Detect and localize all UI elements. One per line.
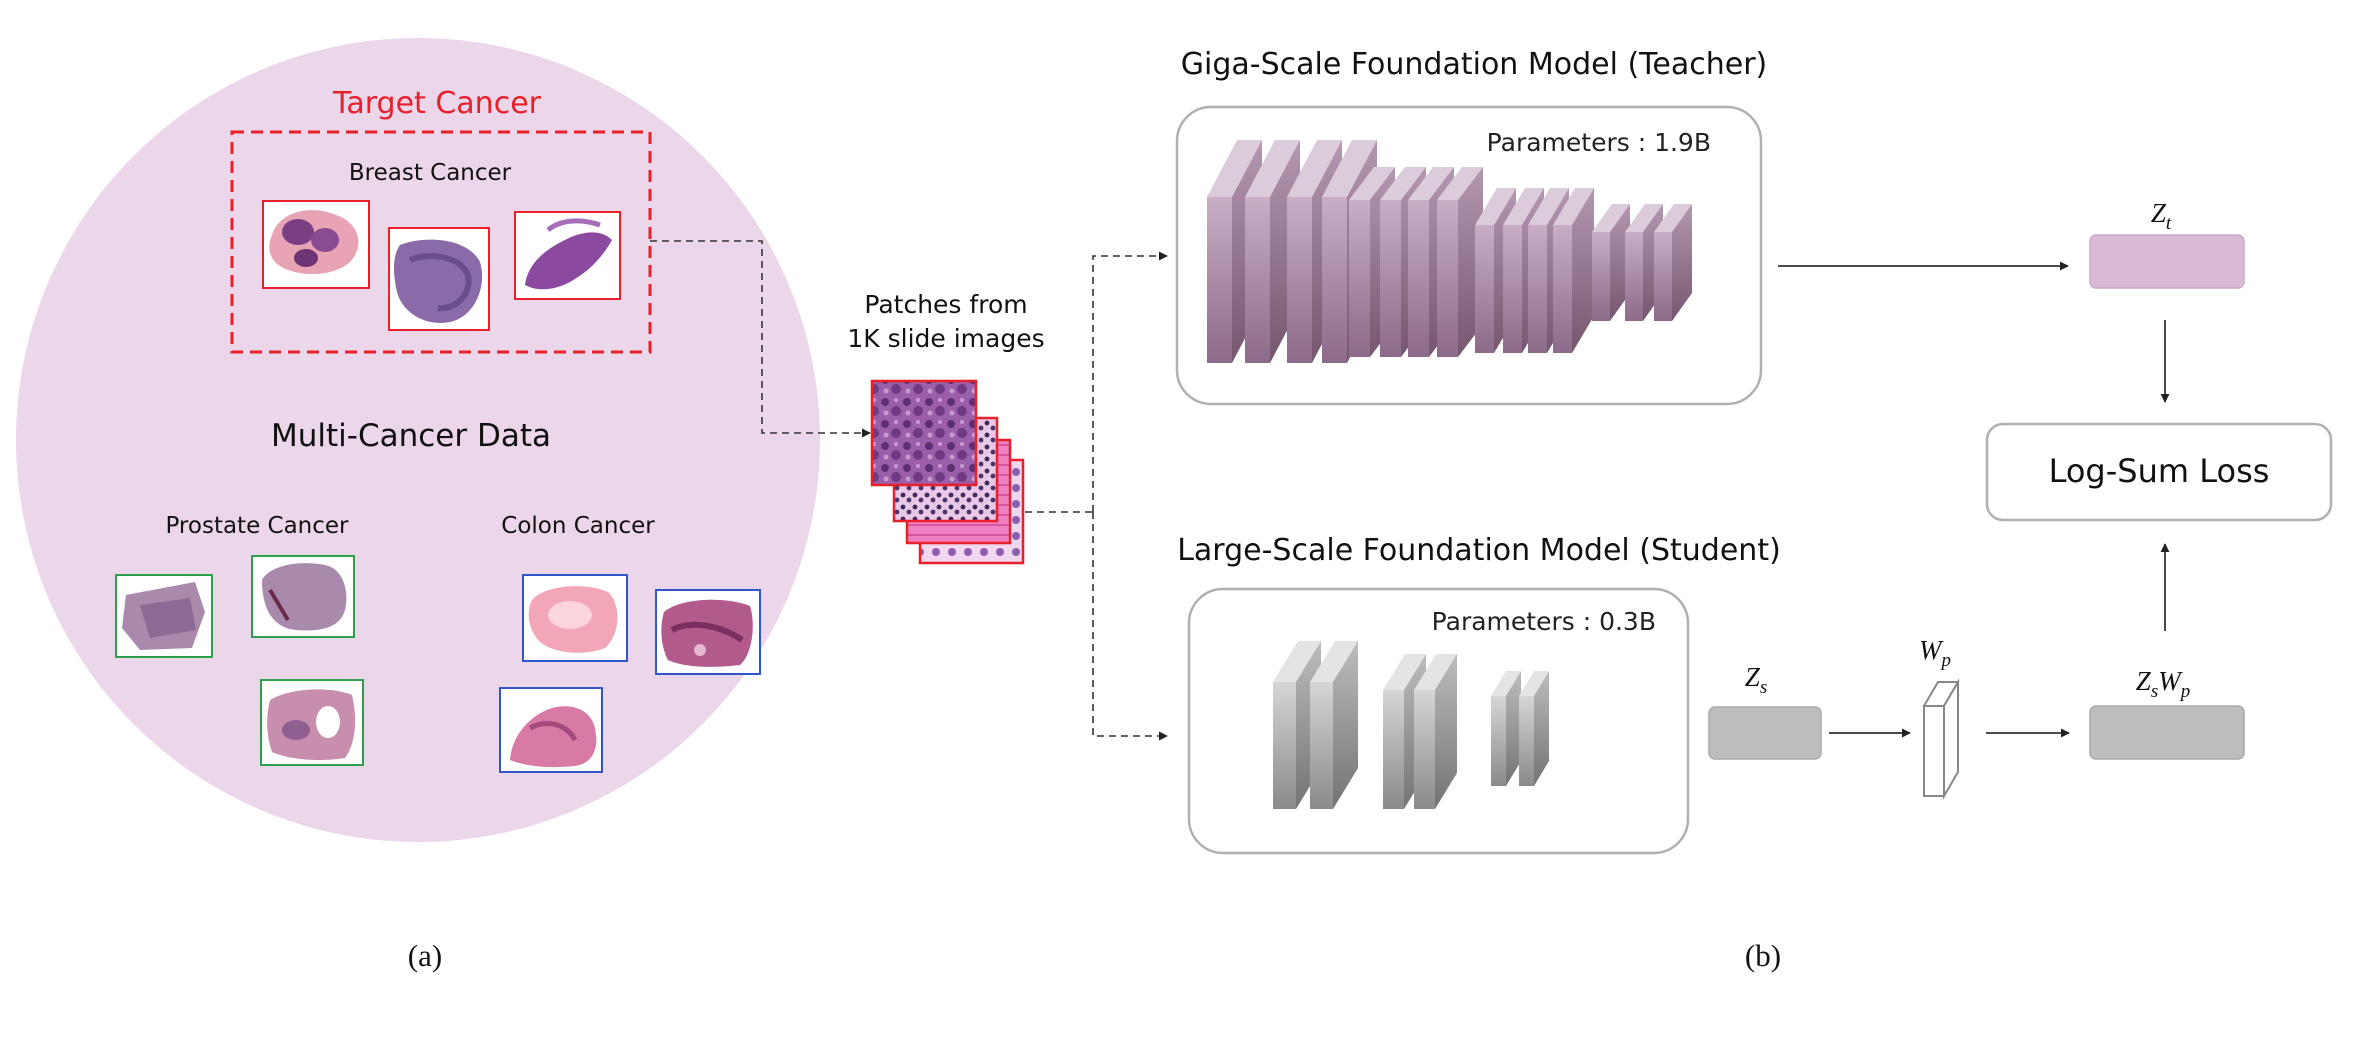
breast-slide-1 [262,200,370,289]
patch-stack [870,379,1025,565]
zs-label: Zs [1745,662,1767,698]
target-cancer-label: Target Cancer [332,86,542,121]
breast-slide-2 [388,227,490,331]
student-network-blocks [1273,641,1549,809]
log-sum-loss-box [1985,422,2333,522]
patches-to-teacher-connector [1092,251,1168,512]
patches-label-line1: Patches from [864,290,1027,319]
patch-1 [870,379,978,487]
target-cancer-box [230,130,652,354]
prostate-cancer-label: Prostate Cancer [165,513,349,539]
zt-embedding [2089,234,2245,289]
breast-slide-3 [514,211,621,300]
student-title: Large-Scale Foundation Model (Student) [1177,533,1781,568]
prostate-slide-2 [251,555,355,638]
prostate-slide-1 [115,574,213,658]
teacher-title: Giga-Scale Foundation Model (Teacher) [1181,47,1767,82]
student-params: Parameters : 0.3B [1432,607,1656,636]
zs-embedding [1708,706,1822,760]
colon-slide-2 [655,589,761,675]
patches-label-line2: 1K slide images [847,324,1044,353]
teacher-params: Parameters : 1.9B [1487,128,1711,157]
breast-cancer-label: Breast Cancer [349,160,512,186]
caption-b: (b) [1745,938,1781,973]
patches-to-student-connector [1092,512,1168,741]
caption-a: (a) [408,938,442,973]
teacher-network-blocks [1207,140,1692,363]
prostate-slide-3 [260,679,364,766]
zswp-label: ZsWp [2136,666,2190,702]
zt-label: Zt [2151,198,2172,234]
multi-cancer-label: Multi-Cancer Data [271,418,551,454]
log-sum-loss-label: Log-Sum Loss [2049,452,2270,490]
target-to-patches-connector [650,240,871,438]
colon-cancer-label: Colon Cancer [501,513,655,539]
colon-slide-3 [499,687,603,773]
colon-slide-1 [522,574,628,662]
wp-projection-layer [1922,678,1960,800]
zswp-embedding [2089,705,2245,760]
wp-label: Wp [1919,635,1951,671]
